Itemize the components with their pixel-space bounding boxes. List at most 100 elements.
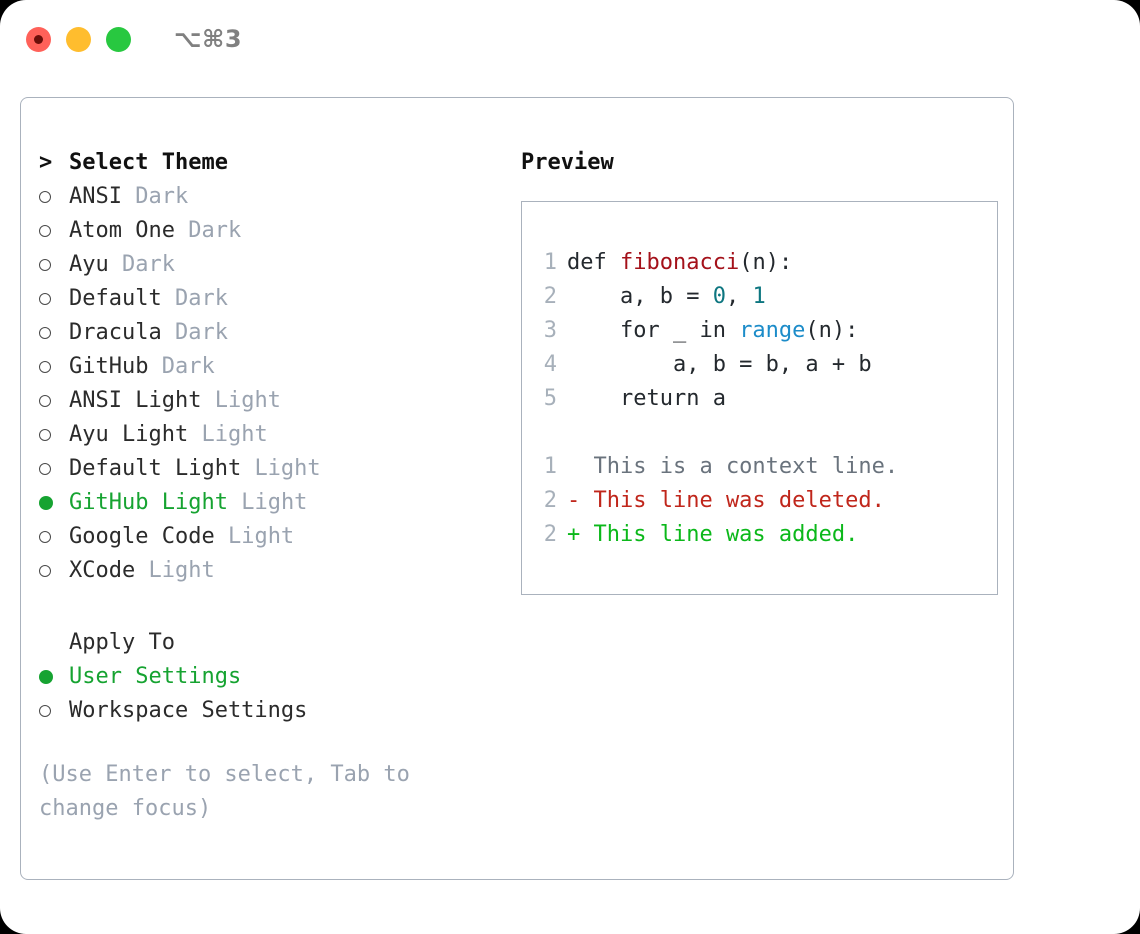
line-number: 3	[543, 318, 557, 343]
theme-option-ansi-dark[interactable]: ANSI Dark	[39, 180, 501, 214]
theme-option-tag	[215, 520, 228, 554]
maximize-window-button[interactable]	[106, 26, 131, 52]
select-theme-header: > Select Theme	[39, 146, 501, 180]
code-line: 3 for _ in range(n):	[522, 314, 997, 348]
theme-option-tag	[162, 282, 175, 316]
line-number: 1	[543, 250, 557, 275]
theme-option-github-light[interactable]: GitHub Light Light	[39, 486, 501, 520]
code-token: (n):	[739, 250, 793, 275]
radio-selected-icon[interactable]	[39, 486, 69, 520]
theme-option-label: ANSI Light	[69, 388, 202, 413]
theme-option-default-light[interactable]: Default Light Light	[39, 452, 501, 486]
radio-unselected-icon[interactable]	[39, 214, 69, 248]
theme-option-label: Default Light	[69, 456, 242, 481]
close-window-button[interactable]	[26, 26, 51, 52]
theme-option-label: GitHub	[69, 354, 149, 379]
traffic-lights-group	[26, 26, 131, 52]
main-panel: > Select Theme ANSI Dark Atom One Dark A…	[20, 97, 1014, 880]
theme-option-google-code-light[interactable]: Google Code Light	[39, 520, 501, 554]
line-number: 2	[543, 488, 557, 513]
line-number: 2	[543, 522, 557, 547]
theme-option-tag-text: Dark	[135, 184, 189, 209]
radio-unselected-icon[interactable]	[39, 316, 69, 350]
theme-option-tag-text: Light	[227, 524, 295, 549]
theme-option-dracula-dark[interactable]: Dracula Dark	[39, 316, 501, 350]
code-blank-line	[522, 416, 997, 450]
diff-line-context: 1 This is a context line.	[522, 450, 997, 484]
preview-title: Preview	[521, 150, 614, 175]
minimize-window-button[interactable]	[66, 26, 91, 52]
radio-unselected-icon[interactable]	[39, 554, 69, 588]
line-number: 1	[543, 454, 557, 479]
theme-option-tag-text: Dark	[174, 320, 228, 345]
code-line-text: for _ in range(n):	[567, 314, 858, 348]
code-line: 2 a, b = 0, 1	[522, 280, 997, 314]
diff-line-text: + This line was added.	[567, 522, 859, 547]
line-number: 4	[543, 352, 557, 377]
radio-unselected-icon[interactable]	[39, 282, 69, 316]
keyboard-shortcut-label: ⌥⌘3	[174, 25, 243, 53]
theme-option-tag	[201, 384, 214, 418]
apply-to-option-user-settings[interactable]: User Settings	[39, 660, 501, 694]
theme-option-tag	[148, 350, 161, 384]
theme-selection-column: > Select Theme ANSI Dark Atom One Dark A…	[39, 146, 501, 879]
theme-option-default-dark[interactable]: Default Dark	[39, 282, 501, 316]
code-token: for _ in	[567, 318, 740, 343]
theme-option-ayu-dark[interactable]: Ayu Dark	[39, 248, 501, 282]
apply-to-option-label: Workspace Settings	[69, 698, 308, 723]
code-line: 5 return a	[522, 382, 997, 416]
code-token: range	[739, 318, 806, 343]
code-token: a, b =	[567, 284, 713, 309]
theme-option-label: ANSI	[69, 184, 122, 209]
theme-option-tag-text: Light	[148, 558, 215, 583]
theme-option-ayu-light[interactable]: Ayu Light Light	[39, 418, 501, 452]
code-token: fibonacci	[619, 250, 740, 275]
theme-option-label: Google Code	[69, 524, 215, 549]
theme-option-tag	[228, 486, 241, 520]
code-line-text: return a	[567, 386, 726, 411]
radio-unselected-icon[interactable]	[39, 694, 69, 728]
theme-option-tag	[135, 554, 148, 588]
theme-option-tag	[188, 418, 201, 452]
apply-to-header-label: Apply To	[69, 630, 175, 655]
radio-unselected-icon[interactable]	[39, 384, 69, 418]
window-titlebar: ⌥⌘3	[0, 0, 1140, 78]
apply-to-option-workspace-settings[interactable]: Workspace Settings	[39, 694, 501, 728]
radio-unselected-icon[interactable]	[39, 180, 69, 214]
line-number: 5	[543, 386, 557, 411]
theme-option-tag-text: Dark	[161, 354, 215, 379]
radio-unselected-icon[interactable]	[39, 350, 69, 384]
code-token: def	[567, 250, 620, 275]
theme-option-tag	[109, 248, 122, 282]
select-theme-header-label: Select Theme	[69, 150, 228, 175]
theme-option-label: Ayu	[69, 252, 109, 277]
theme-option-label: Ayu Light	[69, 422, 189, 447]
theme-option-atom-one-dark[interactable]: Atom One Dark	[39, 214, 501, 248]
radio-unselected-icon[interactable]	[39, 418, 69, 452]
code-token: 0	[712, 284, 726, 309]
theme-option-tag-text: Light	[214, 388, 281, 413]
theme-option-xcode-light[interactable]: XCode Light	[39, 554, 501, 588]
code-token: 1	[752, 284, 766, 309]
theme-option-label: Default	[69, 286, 162, 311]
theme-option-github-dark[interactable]: GitHub Dark	[39, 350, 501, 384]
code-line-text: def fibonacci(n):	[567, 246, 792, 280]
theme-option-tag-text: Light	[201, 422, 268, 447]
theme-option-tag-text: Dark	[122, 252, 175, 277]
radio-selected-icon[interactable]	[39, 660, 69, 694]
theme-option-tag	[175, 214, 188, 248]
radio-unselected-icon[interactable]	[39, 520, 69, 554]
code-token: ,	[725, 284, 753, 309]
theme-option-label: Dracula	[69, 320, 162, 345]
theme-option-ansi-light[interactable]: ANSI Light Light	[39, 384, 501, 418]
apply-to-header: Apply To	[39, 626, 501, 660]
radio-unselected-icon[interactable]	[39, 452, 69, 486]
preview-box: 1 def fibonacci(n): 2 a, b = 0, 1 3 for …	[521, 201, 998, 595]
theme-option-tag-text: Dark	[188, 218, 242, 243]
help-text: (Use Enter to select, Tab to change focu…	[39, 762, 410, 821]
apply-to-option-label: User Settings	[69, 664, 242, 689]
radio-unselected-icon[interactable]	[39, 248, 69, 282]
diff-line-text: - This line was deleted.	[567, 488, 885, 513]
panel-columns: > Select Theme ANSI Dark Atom One Dark A…	[21, 98, 1013, 879]
